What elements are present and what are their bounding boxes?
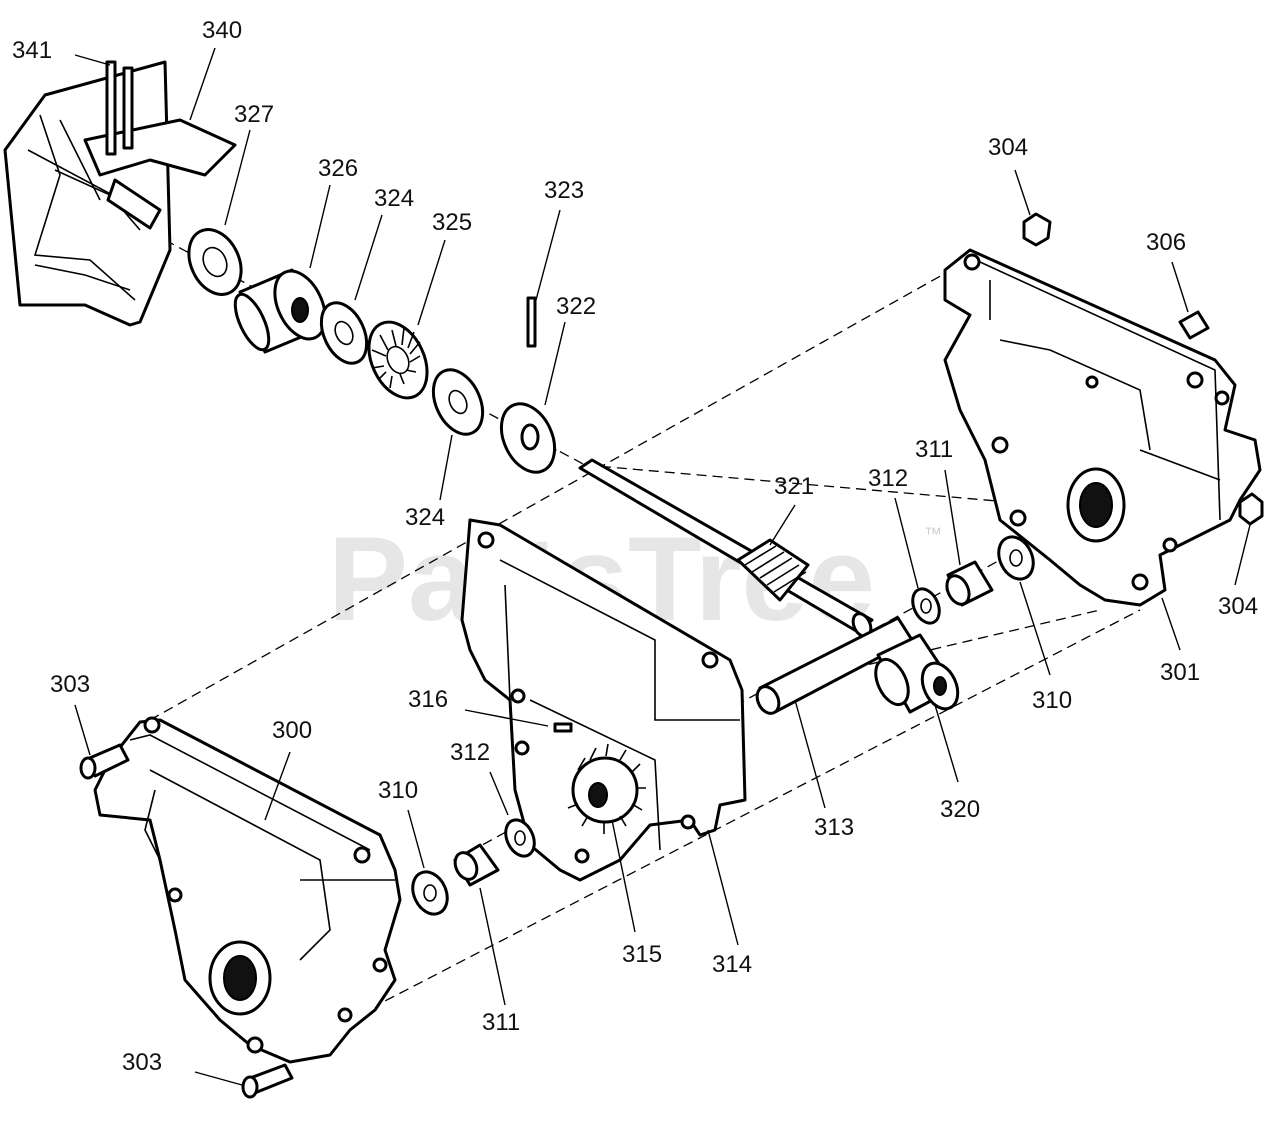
part-315-gear [567, 743, 646, 834]
callout-300: 300 [272, 717, 312, 744]
callout-306: 306 [1146, 229, 1186, 256]
part-323-pin [526, 296, 537, 348]
watermark-trademark: ™ [924, 524, 942, 544]
part-304-nut-top [1022, 212, 1052, 247]
part-326-bushing [233, 268, 327, 354]
part-301-right-housing [943, 248, 1262, 607]
part-325-thrust-bearing [367, 320, 429, 400]
part-316-key [553, 722, 573, 733]
part-300-left-housing [93, 716, 402, 1064]
part-303-bolt-top [79, 743, 130, 780]
callout-326: 326 [318, 155, 358, 182]
callout-310-left: 310 [378, 777, 418, 804]
callout-321: 321 [774, 473, 814, 500]
callout-327: 327 [234, 101, 274, 128]
callout-316: 316 [408, 686, 448, 713]
callout-324-lower: 324 [405, 504, 445, 531]
callout-301: 301 [1160, 659, 1200, 686]
part-311-bushing-left [453, 843, 500, 887]
part-314-gasket [460, 518, 747, 882]
part-321-worm-shaft [578, 458, 874, 638]
part-306-grease-fitting [1178, 310, 1210, 340]
part-312-washer-right [911, 587, 941, 625]
part-322-bearing [499, 402, 557, 474]
part-310-washer-left [411, 870, 449, 916]
callout-312-left: 312 [450, 739, 490, 766]
part-312-washer-left [504, 818, 536, 858]
callout-303-top: 303 [50, 671, 90, 698]
callout-304-top: 304 [988, 134, 1028, 161]
callout-314: 314 [712, 951, 752, 978]
callout-303-bottom: 303 [122, 1049, 162, 1076]
callout-311-right: 311 [915, 436, 953, 463]
part-310-washer-right [997, 535, 1035, 581]
callout-324-upper: 324 [374, 185, 414, 212]
part-311-bushing-right [945, 560, 994, 607]
callout-labels: 341 340 327 326 324 325 323 322 324 304 … [12, 17, 1258, 1076]
part-324-washer-lower [431, 368, 485, 436]
part-327-seal [187, 228, 243, 296]
callout-340: 340 [202, 17, 242, 44]
callout-312-right: 312 [868, 465, 908, 492]
callout-320: 320 [940, 796, 980, 823]
callout-315: 315 [622, 941, 662, 968]
callout-310-right: 310 [1032, 687, 1072, 714]
callout-341: 341 [12, 37, 52, 64]
part-341-pins [105, 60, 134, 156]
part-303-bolt-bottom [241, 1063, 294, 1099]
leader-lines [74, 47, 1251, 1086]
part-324-washer-upper [319, 301, 369, 365]
callout-322: 322 [556, 293, 596, 320]
part-304-nut-right [1238, 492, 1264, 526]
callout-304-right: 304 [1218, 593, 1258, 620]
part-320-coupler [874, 633, 960, 714]
callout-311-left: 311 [482, 1009, 520, 1036]
callout-313: 313 [814, 814, 854, 841]
callout-325: 325 [432, 209, 472, 236]
callout-323: 323 [544, 177, 584, 204]
